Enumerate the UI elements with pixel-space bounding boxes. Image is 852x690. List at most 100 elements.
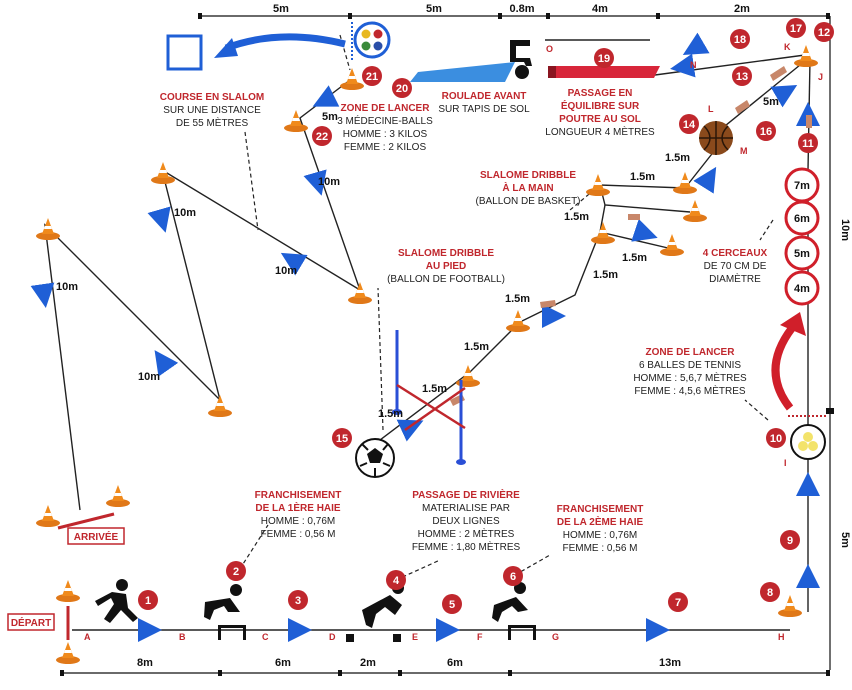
top-dim-1: 5m [273, 3, 289, 15]
svg-text:14: 14 [683, 119, 696, 131]
cone [660, 234, 684, 256]
station-roulade: ROULADE AVANT SUR TAPIS DE SOL [438, 91, 530, 115]
station-poutre: PASSAGE EN ÉQUILIBRE SUR POUTRE AU SOL L… [545, 88, 655, 138]
svg-text:3: 3 [295, 595, 301, 607]
step-badge: 21 [362, 66, 382, 86]
point-letter: F [477, 632, 483, 642]
station-haie-1: FRANCHISEMENT DE LA 1ÈRE HAIE HOMME : 0,… [255, 490, 342, 540]
step-badge: 20 [392, 78, 412, 98]
hurdle-1-icon [204, 584, 246, 640]
cone [340, 68, 364, 90]
svg-text:HOMME : 0,76M: HOMME : 0,76M [261, 516, 335, 527]
station-title: SLALOME DRIBBLE [398, 248, 494, 259]
step-badge: 18 [730, 29, 750, 49]
svg-text:5: 5 [449, 599, 455, 611]
bottom-dim-1: 8m [137, 657, 153, 669]
svg-text:3 MÉDECINE-BALLS: 3 MÉDECINE-BALLS [337, 114, 433, 127]
throw-target-square [166, 34, 203, 71]
step-badge: 5 [442, 594, 462, 614]
cone [36, 218, 60, 240]
svg-text:(BALLON DE FOOTBALL): (BALLON DE FOOTBALL) [387, 274, 505, 285]
right-dim-5m: 5m [839, 532, 851, 548]
bottom-dim-5: 13m [659, 657, 681, 669]
cone [56, 580, 80, 602]
hoop-6m [784, 200, 820, 236]
medicine-balls-icon [353, 21, 391, 59]
point-letter: L [708, 104, 714, 114]
station-title: ZONE DE LANCER [646, 347, 736, 358]
runner-icons [95, 40, 536, 642]
step-badge: 6 [503, 566, 523, 586]
svg-text:ÉQUILIBRE SUR: ÉQUILIBRE SUR [561, 99, 640, 112]
svg-text:11: 11 [802, 138, 814, 150]
station-title: COURSE EN SLALOM [160, 92, 264, 103]
point-letter: K [784, 42, 791, 52]
bottom-dimension-line: 8m 6m 2m 6m 13m [60, 657, 830, 676]
station-slalom: COURSE EN SLALOM SUR UNE DISTANCE DE 55 … [160, 92, 264, 129]
svg-text:15: 15 [336, 433, 348, 445]
finish-label: ARRIVÉE [67, 527, 125, 545]
point-letter: C [262, 632, 269, 642]
step-badge: 8 [760, 582, 780, 602]
svg-text:1: 1 [145, 595, 151, 607]
svg-text:FEMME : 0,56 M: FEMME : 0,56 M [260, 529, 335, 540]
station-dribble-main: SLALOME DRIBBLE À LA MAIN (BALLON DE BAS… [475, 170, 580, 207]
svg-text:MATERIALISE PAR: MATERIALISE PAR [422, 503, 510, 514]
runner-icon [95, 579, 138, 623]
point-letter: N [690, 60, 697, 70]
step-badge: 14 [679, 114, 699, 134]
step-badge: 12 [814, 22, 834, 42]
step-badge: 1 [138, 590, 158, 610]
top-dimension-line: 5m 5m 0.8m 4m 2m [198, 3, 830, 19]
cone [683, 200, 707, 222]
station-title: ROULADE AVANT [442, 91, 527, 102]
svg-text:9: 9 [787, 535, 793, 547]
cone [506, 310, 530, 332]
distance-label: 1.5m [505, 293, 530, 305]
bottom-dim-4: 6m [447, 657, 463, 669]
distance-label: 10m [56, 281, 78, 293]
point-letter: J [818, 72, 823, 82]
svg-text:HOMME : 2 MÈTRES: HOMME : 2 MÈTRES [418, 527, 515, 540]
step-badge: 22 [312, 126, 332, 146]
point-letters: A B C D E F G H I J K L M N O [84, 42, 823, 642]
svg-text:SUR UNE DISTANCE: SUR UNE DISTANCE [163, 105, 261, 116]
balance-beam [548, 66, 660, 78]
right-dimension-line: 10m 5m [826, 16, 851, 670]
svg-text:POUTRE AU SOL: POUTRE AU SOL [559, 114, 641, 125]
slalom-poles [392, 330, 466, 465]
step-badge: 4 [386, 570, 406, 590]
step-badge: 3 [288, 590, 308, 610]
top-dim-3: 0.8m [509, 3, 534, 15]
start-label: DÉPART [7, 613, 55, 631]
point-letter: E [412, 632, 418, 642]
station-tennis: ZONE DE LANCER 6 BALLES DE TENNIS HOMME … [633, 347, 747, 397]
throw-arrow [224, 33, 346, 52]
station-title: FRANCHISEMENT [255, 490, 342, 501]
station-title: SLALOME DRIBBLE [480, 170, 576, 181]
svg-text:8: 8 [767, 587, 773, 599]
point-letter: O [546, 44, 553, 54]
station-haie-2: FRANCHISEMENT DE LA 2ÈME HAIE HOMME : 0,… [557, 504, 644, 554]
distance-label: 1.5m [622, 252, 647, 264]
svg-text:20: 20 [396, 83, 408, 95]
station-title: 4 CERCEAUX [703, 248, 768, 259]
station-title: FRANCHISEMENT [557, 504, 644, 515]
station-riviere: PASSAGE DE RIVIÈRE MATERIALISE PAR DEUX … [412, 488, 521, 553]
station-medicine-ball: ZONE DE LANCER 3 MÉDECINE-BALLS HOMME : … [337, 103, 433, 153]
distance-label: 1.5m [464, 341, 489, 353]
distance-label: 1.5m [665, 152, 690, 164]
return-arrows [450, 66, 812, 406]
step-badge: 17 [786, 18, 806, 38]
direction-arrows [30, 32, 820, 642]
hoops: 7m 6m 5m 4m [784, 167, 820, 306]
svg-text:AU PIED: AU PIED [426, 261, 467, 272]
distance-label: 5m [763, 96, 779, 108]
finish-line [57, 512, 115, 530]
svg-text:FEMME : 4,5,6 MÈTRES: FEMME : 4,5,6 MÈTRES [634, 384, 745, 397]
step-badges: 1 2 3 4 5 6 7 8 9 10 11 12 13 14 15 16 1… [138, 18, 834, 614]
cone [284, 110, 308, 132]
svg-text:6: 6 [510, 571, 516, 583]
svg-text:HOMME : 3 KILOS: HOMME : 3 KILOS [343, 129, 428, 140]
